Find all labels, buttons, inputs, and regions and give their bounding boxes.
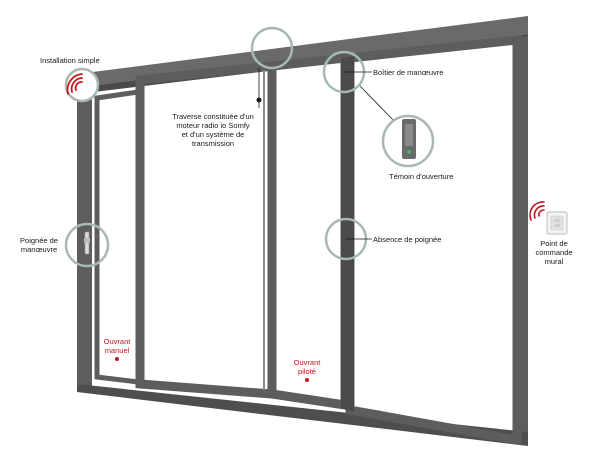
center-mullion [341,56,354,412]
radio-waves-icon [529,201,545,221]
label-ouvrant-manuel-line: Ouvrant [103,337,131,346]
sliding-panel-b [267,52,350,411]
label-traverse-line: moteur radio io Somfy [176,121,250,130]
label-traverse-line: Traverse constituée d'un [172,112,254,121]
label-point-commande: Point de commande mural [524,239,584,266]
callout-circle-poignee [64,222,110,268]
top-beam [77,16,528,88]
label-ouvrant-manuel-line: manuel [104,346,130,355]
handle-icon [84,231,90,255]
left-panel-frame-top [92,80,140,92]
label-poignee-line: Poignée de [20,236,58,245]
left-frame-post [77,86,92,386]
ouvrant-manuel-dot [115,357,119,361]
callout-circle-traverse [250,26,294,70]
label-traverse-line: transmission [191,139,235,148]
ouvrant-pilote-dot [305,378,309,382]
label-ouvrant-pilote-line: piloté [298,367,316,376]
label-ouvrant-manuel: Ouvrant manuel [94,337,140,355]
label-traverse-line: et d'un système de [181,130,245,139]
radio-waves-icon [66,73,83,95]
label-temoin: Témoin d'ouverture [389,172,454,181]
control-box-icon [402,119,416,159]
label-traverse: Traverse constituée d'un moteur radio io… [168,112,258,148]
wall-switch-icon [546,211,568,235]
label-poignee-line: manœuvre [20,245,58,254]
label-absence: Absence de poignée [373,235,442,244]
label-point-commande-line: mural [544,257,564,266]
leader-traverse-dot [256,97,262,103]
label-installation: Installation simple [40,56,100,65]
label-poignee: Poignée de manœuvre [16,236,62,254]
label-boitier: Boîtier de manœuvre [373,68,444,77]
leader-boitier [359,85,396,123]
label-ouvrant-pilote-line: Ouvrant [293,358,321,367]
bottom-sill [77,384,528,446]
label-point-commande-line: Point de [540,239,568,248]
label-point-commande-line: commande [535,248,573,257]
label-ouvrant-pilote: Ouvrant piloté [284,358,330,376]
